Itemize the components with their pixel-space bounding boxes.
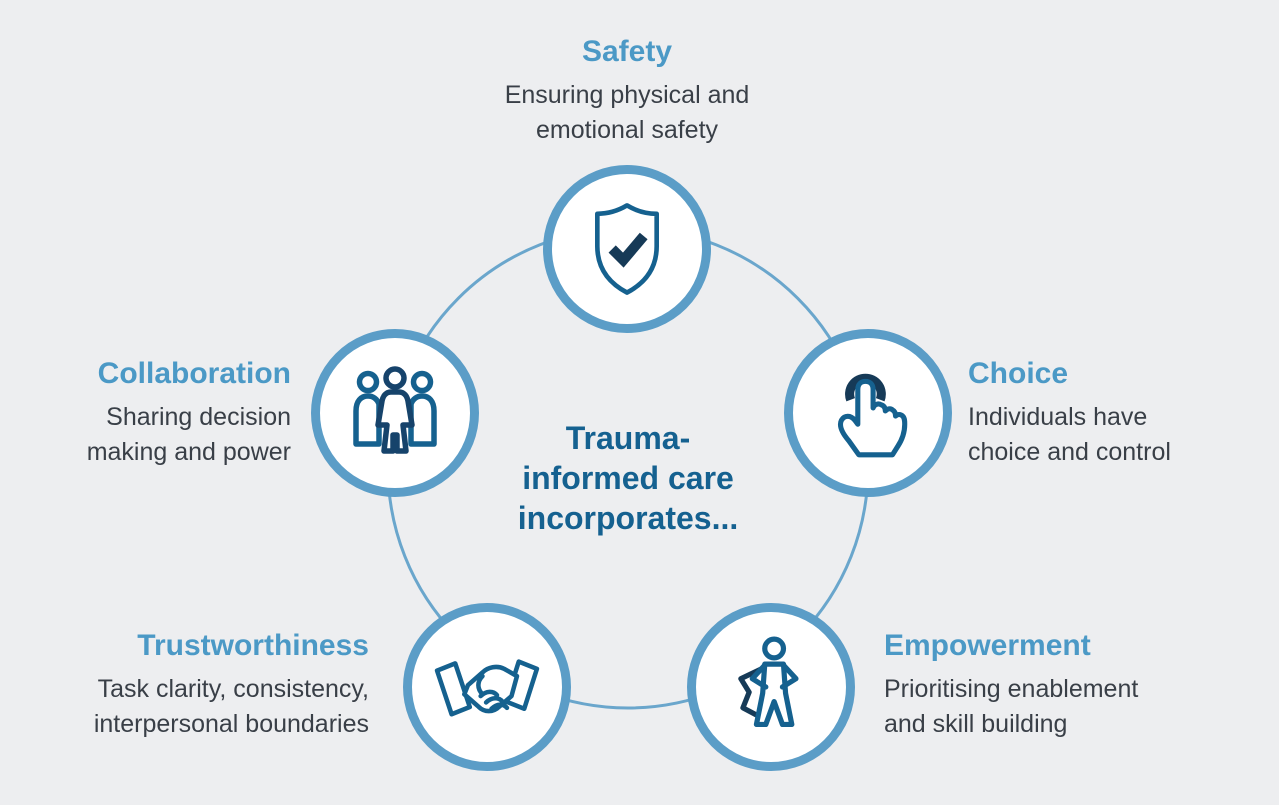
safety-description-line1: Ensuring physical and: [504, 81, 750, 109]
superhero-cape-icon: [738, 636, 799, 728]
collaboration-description-line1: Sharing decision: [106, 403, 291, 431]
collaboration-node: [311, 329, 479, 497]
empowerment-description-line2: and skill building: [884, 710, 1068, 738]
choice-label: Choice Individuals have choice and contr…: [968, 356, 1279, 470]
trustworthiness-description-line1: Task clarity, consistency,: [97, 675, 369, 703]
trustworthiness-node: [403, 603, 571, 771]
shield-check-icon: [595, 203, 659, 295]
trustworthiness-description-line2: interpersonal boundaries: [93, 710, 369, 738]
center-title: Trauma- informed care incorporates...: [428, 418, 828, 538]
empowerment-label: Empowerment Prioritising enablement and …: [884, 628, 1279, 742]
center-title-line3: incorporates...: [517, 500, 739, 536]
choice-description-line2: choice and control: [968, 438, 1171, 466]
tap-hand-icon: [837, 373, 908, 458]
people-group-icon: [353, 366, 437, 454]
safety-description-line2: emotional safety: [535, 116, 719, 144]
empowerment-title: Empowerment: [884, 629, 1091, 662]
collaboration-description-line2: making and power: [86, 438, 291, 466]
center-title-line1: Trauma-: [565, 420, 691, 456]
empowerment-description-line1: Prioritising enablement: [884, 675, 1139, 703]
safety-title: Safety: [581, 35, 673, 68]
choice-node: [784, 329, 952, 497]
collaboration-label: Collaboration Sharing decision making an…: [0, 356, 291, 470]
handshake-icon: [434, 659, 540, 717]
center-title-line2: informed care: [522, 460, 734, 496]
choice-description-line1: Individuals have: [968, 403, 1148, 431]
trustworthiness-label: Trustworthiness Task clarity, consistenc…: [0, 628, 369, 742]
safety-node: [543, 165, 711, 333]
empowerment-node: [687, 603, 855, 771]
collaboration-title: Collaboration: [97, 357, 291, 390]
trustworthiness-title: Trustworthiness: [137, 629, 369, 662]
safety-label: Safety Ensuring physical and emotional s…: [377, 34, 877, 148]
choice-title: Choice: [968, 357, 1069, 390]
